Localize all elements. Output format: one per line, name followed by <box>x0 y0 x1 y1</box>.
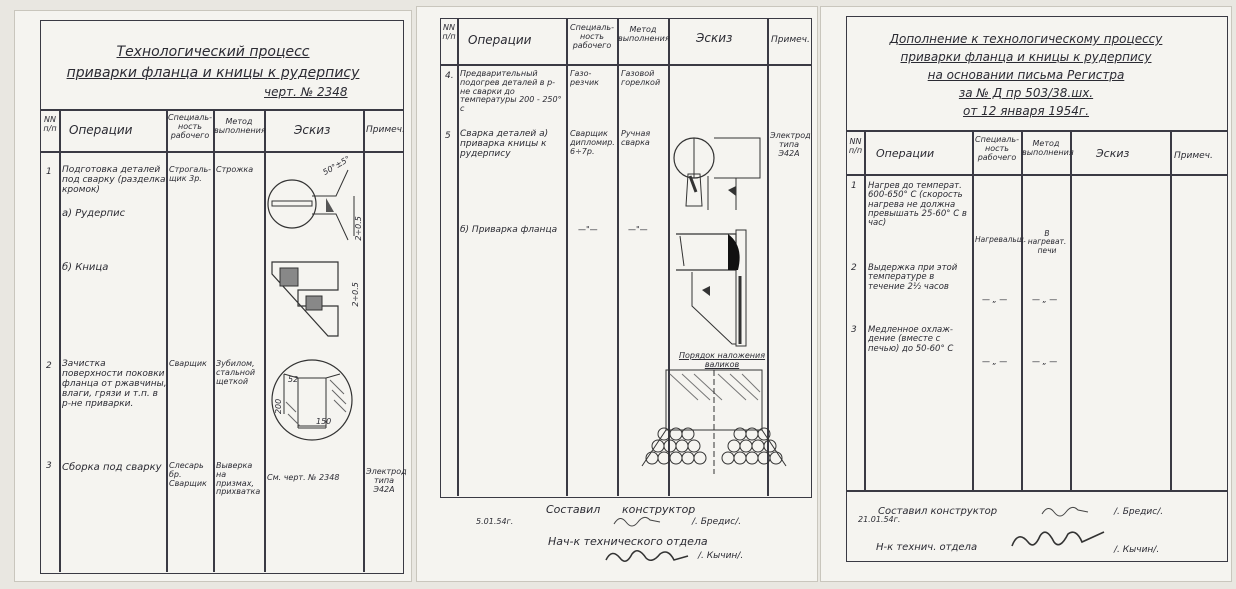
sheet-2-header-operations: Операции <box>468 33 532 47</box>
sheet-1-sketch-dim-52: 52 <box>288 375 299 384</box>
sheet-3-row1-specialty: Нагревальщ. <box>975 235 1027 244</box>
sheet-1-header-method: Метод выполнения <box>214 117 266 135</box>
sheet-1-row1-num: 1 <box>46 167 52 177</box>
sheet-1-title-line1: Технологический процесс <box>116 44 310 60</box>
sheet-2-header-specialty: Специаль- ность рабочего <box>570 23 614 50</box>
sheet-1-row2-method: Зубилом, стальной щеткой <box>216 359 256 386</box>
sheet-3-footer-date: 21.01.54г. <box>858 515 901 524</box>
sheet-1-frame <box>40 20 404 574</box>
sheet-2-header-sketch: Эскиз <box>696 31 733 45</box>
sheet-1-title-line2: приварки фланца и кницы к рудерпису <box>66 65 360 81</box>
sheet-3-row1-num: 1 <box>851 181 857 191</box>
sheet-3-title-line1: Дополнение к технологическому процессу <box>889 32 1163 46</box>
sheet-2-footer-composer-name: /. Бредис/. <box>692 517 742 527</box>
sheet-3-footer-composed: Составил конструктор <box>878 506 998 517</box>
sheet-1-row2-num: 2 <box>46 361 52 371</box>
sheet-2-row5-specialty: Сварщик дипломир. 6÷7р. <box>570 129 615 156</box>
sheet-1-header-num: NN п/п <box>43 115 57 133</box>
sheet-3-row3-num: 3 <box>851 325 857 335</box>
sheet-1-drawing-ref: черт. № 2348 <box>264 85 348 99</box>
sheet-3-head-signature <box>1008 524 1108 554</box>
sheet-1-header-notes: Примеч. <box>366 125 405 135</box>
sheet-3-row1-operation: Нагрев до температ. 600-650° С (скорость… <box>868 181 967 229</box>
sheet-2: NN п/п Операции Специаль- ность рабочего… <box>416 6 818 582</box>
sheet-1-sketch-gap-label-2: 2÷0.5 <box>350 282 360 307</box>
sheet-1-row1-method: Строжка <box>216 165 254 174</box>
sheet-3: Дополнение к технологическому процессу п… <box>820 6 1232 582</box>
sheet-1-row1-operation: Подготовка деталей под сварку (разделка … <box>62 165 166 195</box>
sheet-2-row5-method: Ручная сварка <box>621 129 651 147</box>
sheet-3-frame <box>846 16 1228 562</box>
sheet-1-row2-operation: Зачистка поверхности поковки фланца от р… <box>62 359 167 409</box>
sheet-3-title-line4: за № Д пр 503/38.шх. <box>958 86 1094 100</box>
sheet-3-title-line3: на основании письма Регистра <box>927 68 1125 82</box>
sheet-1-row3-operation: Сборка под сварку <box>62 462 162 473</box>
sheet-1-header-operations: Операции <box>69 123 133 137</box>
sheet-2-sketch-flange-weld <box>672 226 764 352</box>
sheet-3-footer-composer-name: /. Бредис/. <box>1114 507 1164 517</box>
sheet-1-sketch-rudder-edge <box>266 156 362 252</box>
sheet-3-row2-operation: Выдержка при этой температуре в течение … <box>868 263 958 292</box>
sheet-2-footer-date: 5.01.54г. <box>476 517 514 526</box>
sheet-1-sketch-dim-200: 200 <box>274 398 284 415</box>
sheet-3-title-line2: приварки фланца и кницы к рудерпису <box>900 50 1152 64</box>
sheet-2-sketch-knee-weld <box>672 130 764 210</box>
sheet-1-header-specialty: Специаль- ность рабочего <box>168 113 212 140</box>
sheet-2-row4-specialty: Газо- резчик <box>570 69 600 87</box>
sheet-1-row1a-operation: а) Рудерпис <box>62 208 126 219</box>
sheet-2-row4-method: Газовой горелкой <box>621 69 661 87</box>
sheet-1: Технологический процесс приварки фланца … <box>14 10 412 582</box>
sheet-2-footer-composed: Составил <box>546 503 601 516</box>
sheet-2-footer-head-name: /. Кычин/. <box>698 551 744 561</box>
sheet-2-row5-num: 5 <box>445 131 451 141</box>
sheet-1-row3-method: Выверка на призмах, прихватка <box>216 461 261 497</box>
sheet-3-row2-specialty: — „ — <box>982 295 1008 304</box>
sheet-1-header-sketch: Эскиз <box>294 123 331 137</box>
sheet-2-header-num: NN п/п <box>442 23 456 41</box>
sheet-3-footer-head-title: Н-к технич. отдела <box>876 542 978 553</box>
sheet-3-header-num: NN п/п <box>848 137 863 155</box>
sheet-2-footer-head-title: Нач-к технического отдела <box>548 535 708 548</box>
sheet-2-head-signature <box>602 546 692 568</box>
sheet-1-sketch-flange <box>268 354 358 444</box>
sheet-2-row5-note: Электрод типа Э42А <box>770 131 811 158</box>
sheet-3-header-operations: Операции <box>876 147 935 160</box>
sheet-3-header-notes: Примеч. <box>1174 151 1213 161</box>
sheet-3-header-sketch: Эскиз <box>1096 147 1130 160</box>
sheet-1-row3-num: 3 <box>46 461 52 471</box>
sheet-3-row2-method: — „ — <box>1032 295 1058 304</box>
sheet-1-row3-sketch: См. черт. № 2348 <box>267 473 340 482</box>
sheet-2-row5-operation: Сварка деталей а) приварка кницы к рудер… <box>460 129 549 159</box>
sheet-1-row1b-operation: б) Кница <box>62 262 109 273</box>
sheet-3-row3-specialty: — „ — <box>982 357 1008 366</box>
sheet-1-row2-specialty: Сварщик <box>169 359 207 368</box>
sheet-1-sketch-gap-label-1: 2÷0.5 <box>353 216 363 241</box>
sheet-1-row3-note: Электрод типа Э42А <box>366 467 407 494</box>
sheet-2-footer-composer-title: конструктор <box>622 503 696 516</box>
sheet-2-row5b-method: —"— <box>628 225 648 234</box>
sheet-1-row1-specialty: Строгаль- щик 3р. <box>169 165 212 183</box>
sheet-3-row1-method: В нагреват. печи <box>1027 229 1067 255</box>
sheet-2-row4-num: 4. <box>445 71 454 81</box>
sheet-2-composer-signature <box>612 514 662 528</box>
sheet-1-sketch-knee <box>268 260 358 350</box>
sheet-3-row2-num: 2 <box>851 263 857 273</box>
sheet-1-row3-specialty: Слесарь бр. Сварщик <box>169 461 207 488</box>
sheet-1-sketch-dim-150: 150 <box>316 417 332 426</box>
sheet-3-header-method: Метод выполнения <box>1022 139 1074 157</box>
sheet-3-header-specialty: Специаль- ность рабочего <box>975 135 1019 162</box>
sheet-3-title-line5: от 12 января 1954г. <box>962 104 1090 118</box>
sheet-3-composer-signature <box>1040 504 1090 518</box>
sheet-2-row5b-specialty: —"— <box>578 225 598 234</box>
sheet-2-header-method: Метод выполнения <box>618 25 670 43</box>
sheet-2-sketch-bead-order <box>638 370 790 474</box>
sheet-2-row4-operation: Предварительный подогрев деталей в р-не … <box>460 69 562 114</box>
sheet-3-row3-method: — „ — <box>1032 357 1058 366</box>
sheet-2-bead-order-label: Порядок наложения валиков <box>678 351 766 369</box>
sheet-3-footer-head-name: /. Кычин/. <box>1114 545 1160 555</box>
sheet-2-frame <box>440 18 812 498</box>
sheet-2-header-notes: Примеч. <box>771 35 810 45</box>
sheet-2-row5b-operation: б) Приварка фланца <box>460 225 558 235</box>
sheet-3-row3-operation: Медленное охлаж- дение (вместе с печью) … <box>868 325 954 354</box>
